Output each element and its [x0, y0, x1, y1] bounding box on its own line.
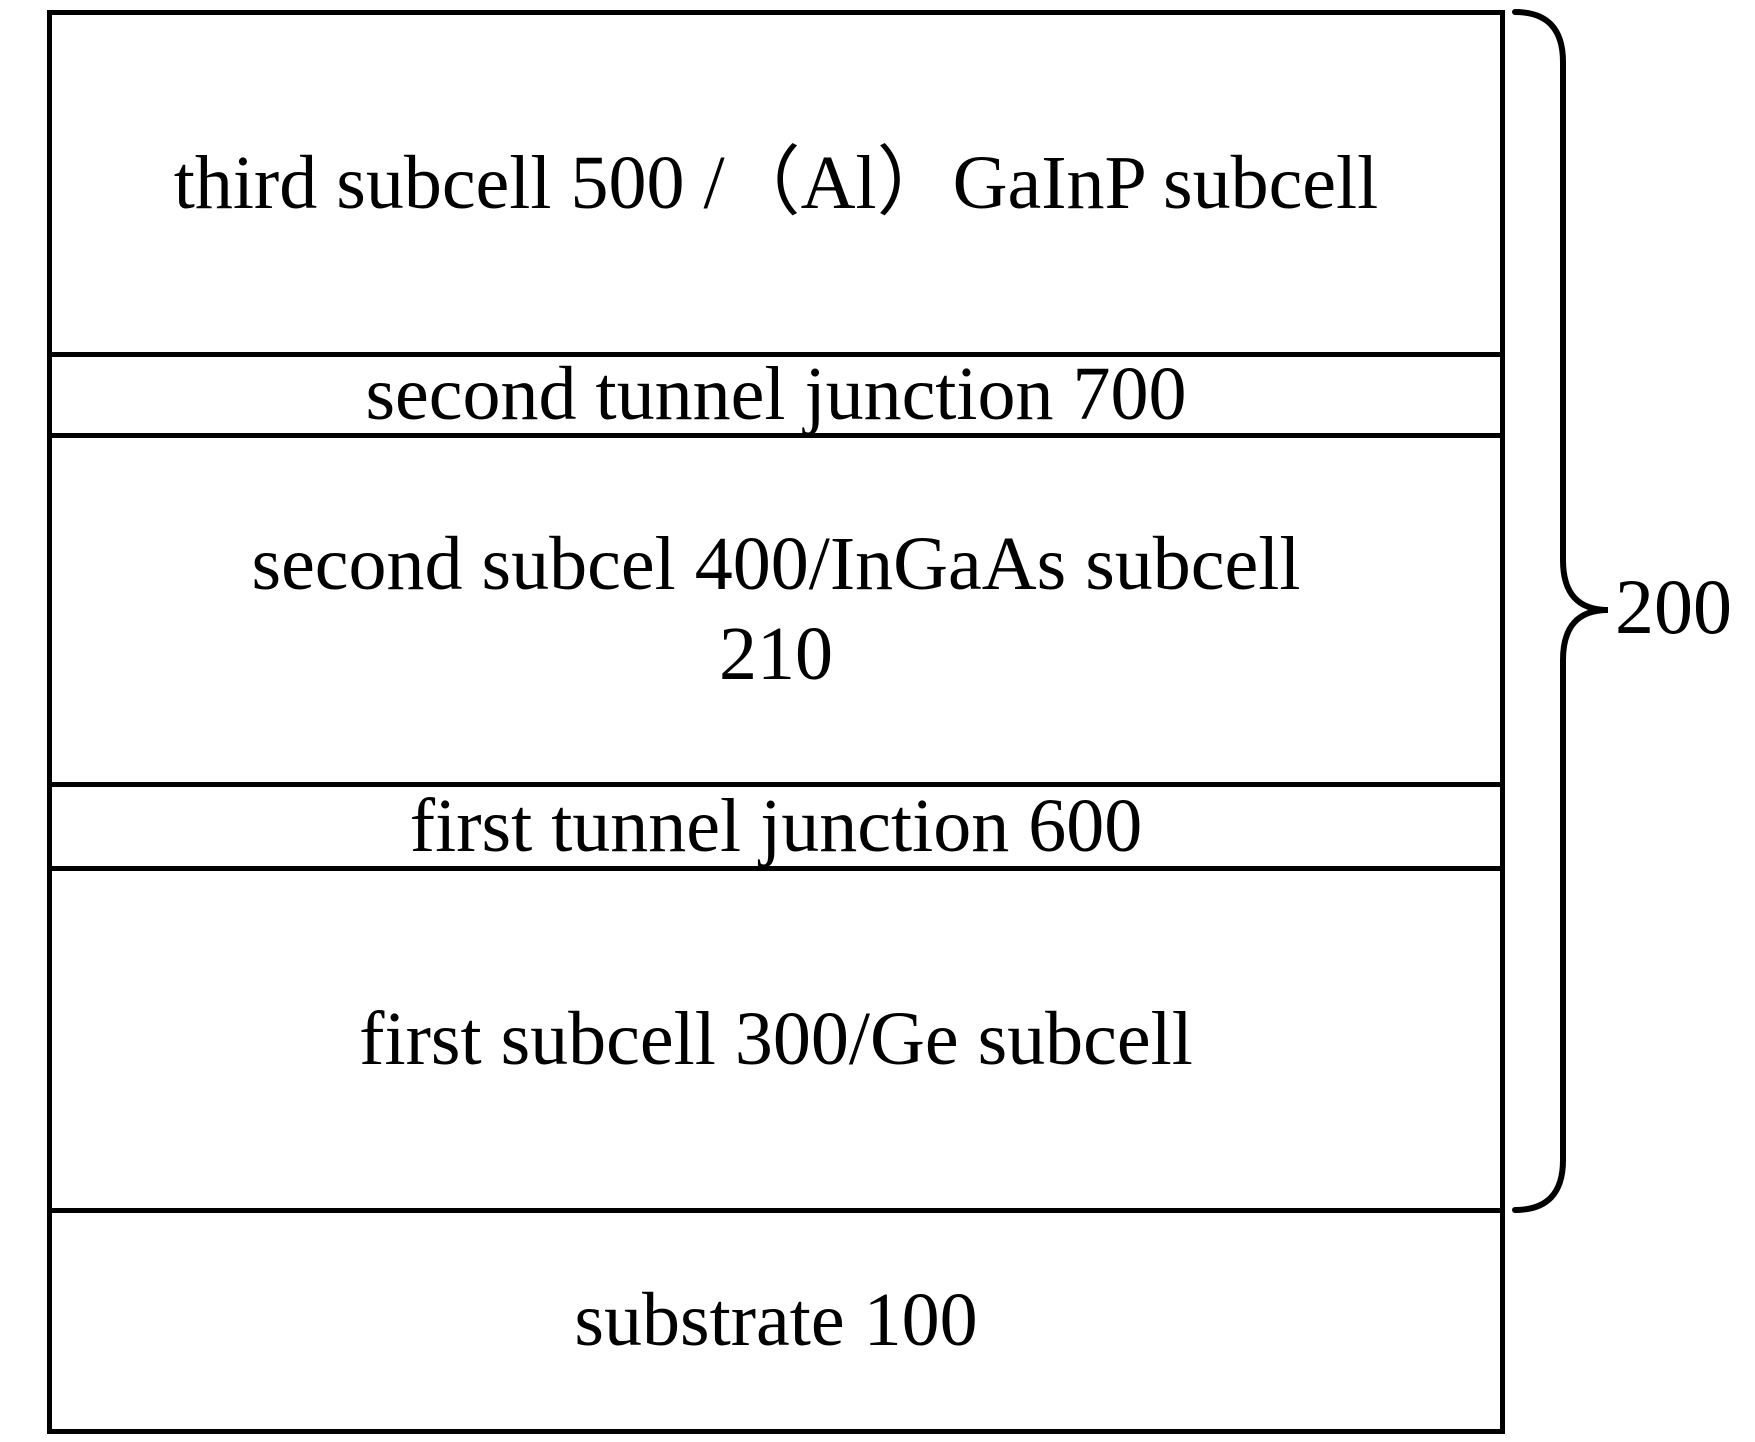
- layer-first-tunnel-junction: first tunnel junction 600: [52, 784, 1500, 871]
- solar-cell-layer-stack: third subcell 500 /（Al）GaInP subcell sec…: [47, 10, 1505, 1434]
- layer-first-tunnel-junction-label: first tunnel junction 600: [409, 783, 1143, 868]
- stack-reference-number: 200: [1615, 563, 1732, 650]
- layer-second-subcell: second subcel 400/InGaAs subcell 210: [52, 438, 1500, 787]
- layer-substrate-label: substrate 100: [574, 1278, 978, 1363]
- right-curly-brace-icon: [1512, 9, 1609, 1213]
- layer-second-tunnel-junction: second tunnel junction 700: [52, 352, 1500, 438]
- layer-substrate: substrate 100: [52, 1213, 1500, 1429]
- layer-first-subcell-label: first subcell 300/Ge subcell: [359, 996, 1193, 1081]
- layer-first-subcell: first subcell 300/Ge subcell: [52, 871, 1500, 1213]
- layer-second-tunnel-junction-label: second tunnel junction 700: [365, 352, 1187, 437]
- layer-third-subcell: third subcell 500 /（Al）GaInP subcell: [52, 15, 1500, 357]
- layer-second-subcell-label-line2: 210: [719, 612, 833, 696]
- layer-third-subcell-label: third subcell 500 /（Al）GaInP subcell: [173, 140, 1379, 225]
- layer-second-subcell-label-line1: second subcel 400/InGaAs subcell: [251, 522, 1301, 607]
